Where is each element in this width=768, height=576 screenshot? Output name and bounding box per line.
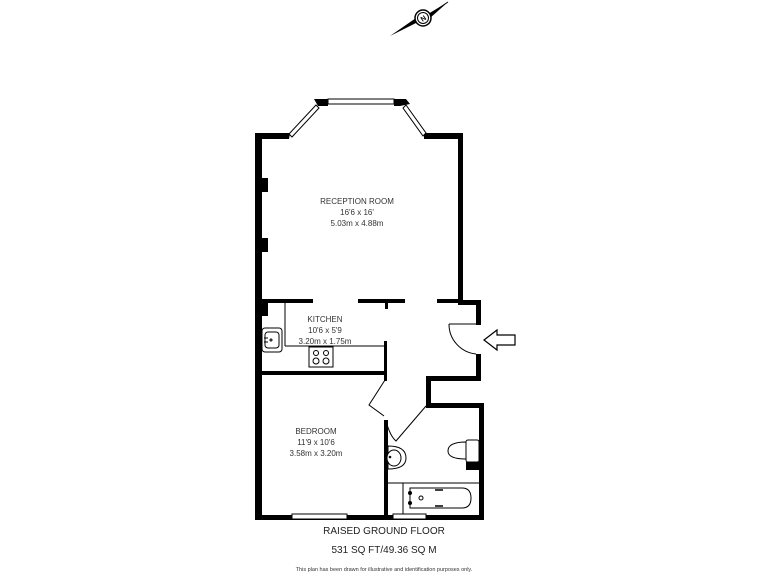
- room-metric: 5.03m x 4.88m: [330, 219, 384, 228]
- room-imperial: 16'6 x 16': [340, 208, 374, 217]
- floor-area: 531 SQ FT/49.36 SQ M: [331, 545, 437, 556]
- room-name: BEDROOM: [295, 427, 337, 436]
- disclaimer: This plan has been drawn for illustrativ…: [295, 567, 473, 573]
- entrance-arrow-icon: [483, 328, 516, 352]
- windows: [288, 98, 427, 520]
- room-label-reception: RECEPTION ROOM 16'6 x 16' 5.03m x 4.88m: [320, 196, 394, 229]
- room-label-kitchen: KITCHEN 10'6 x 5'9 3.20m x 1.75m: [299, 314, 352, 347]
- hob-icon: [308, 346, 334, 368]
- room-name: KITCHEN: [307, 315, 343, 324]
- room-imperial: 11'9 x 10'6: [297, 438, 335, 447]
- room-imperial: 10'6 x 5'9: [308, 326, 342, 335]
- bathtub-icon: [388, 482, 479, 514]
- room-name: RECEPTION ROOM: [320, 197, 394, 206]
- room-label-bedroom: BEDROOM 11'9 x 10'6 3.58m x 3.20m: [290, 426, 343, 459]
- room-metric: 3.20m x 1.75m: [298, 337, 352, 346]
- doors: [368, 323, 477, 442]
- north-compass-icon: N: [390, 1, 449, 36]
- kitchen-worktop: [284, 303, 385, 347]
- toilet-icon: [447, 439, 480, 463]
- floor-title: RAISED GROUND FLOOR: [323, 526, 445, 537]
- walls: [255, 99, 484, 520]
- kitchen-sink-icon: [261, 327, 283, 353]
- bathroom-basin-icon: [386, 445, 407, 470]
- svg-text:N: N: [420, 15, 428, 24]
- room-metric: 3.58m x 3.20m: [289, 449, 343, 458]
